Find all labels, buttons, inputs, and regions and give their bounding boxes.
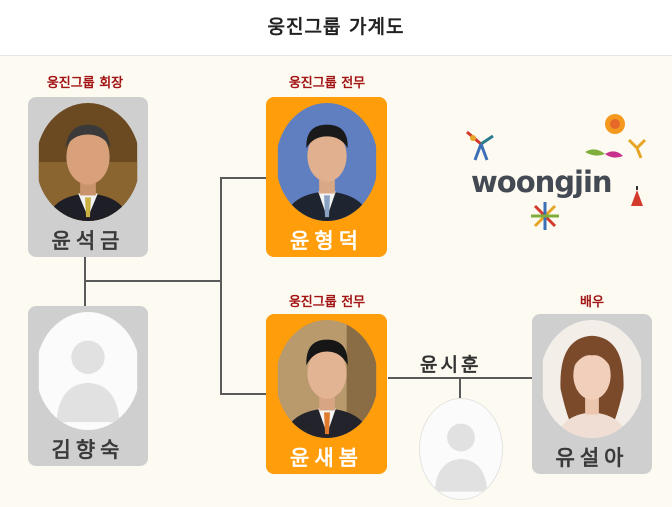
role-label: 웅진그룹 전무 — [288, 295, 366, 310]
connector-parents-horizontal — [84, 280, 222, 282]
connector-to-hyungdeok — [220, 177, 266, 179]
portrait-photo — [276, 103, 378, 221]
role-label: 웅진그룹 회장 — [46, 76, 124, 91]
member-card-kim-hyangsook: 김향숙 — [28, 306, 148, 466]
member-name: 유설아 — [555, 446, 629, 470]
member-card-yoon-hyungdeok: 윤형덕 — [266, 97, 387, 257]
connector-children-vertical — [220, 177, 222, 394]
placeholder-avatar — [36, 312, 140, 430]
header: 웅진그룹 가계도 — [0, 0, 672, 56]
member-card-yoon-saebom: 윤새봄 — [266, 314, 387, 474]
member-card-yoo-seola: 유설아 — [532, 314, 652, 474]
connector-to-saebom — [220, 393, 266, 395]
portrait-photo — [276, 320, 378, 438]
logo-wordmark: woongjin — [471, 165, 612, 199]
role-label: 배우 — [580, 295, 604, 310]
member-name: 윤새봄 — [290, 446, 363, 470]
member-name: 윤석금 — [51, 229, 125, 253]
portrait-photo — [540, 320, 644, 438]
member-card-yoon-seokgeum: 윤석금 — [28, 97, 148, 257]
connector-to-sihoon — [459, 377, 461, 399]
role-label: 웅진그룹 전무 — [288, 76, 366, 91]
placeholder-avatar — [419, 398, 503, 500]
logo-figure-left — [466, 130, 494, 161]
logo-star — [531, 202, 559, 230]
member-name: 윤형덕 — [290, 229, 363, 253]
page-title: 웅진그룹 가계도 — [267, 16, 405, 38]
member-name: 김향숙 — [51, 438, 125, 462]
member-name-yoon-sihoon: 윤시훈 — [420, 354, 482, 376]
portrait-photo — [36, 103, 140, 221]
woongjin-logo: woongjin — [455, 110, 660, 235]
